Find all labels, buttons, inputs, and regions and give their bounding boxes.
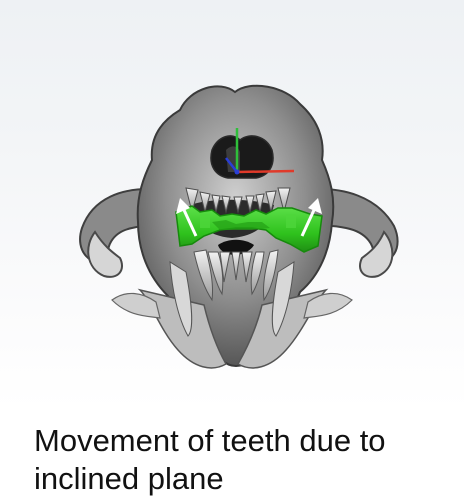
skull-model-render [0,0,464,410]
3d-viewport[interactable] [0,0,464,410]
figure-caption: Movement of teeth due to inclined plane [34,422,454,498]
